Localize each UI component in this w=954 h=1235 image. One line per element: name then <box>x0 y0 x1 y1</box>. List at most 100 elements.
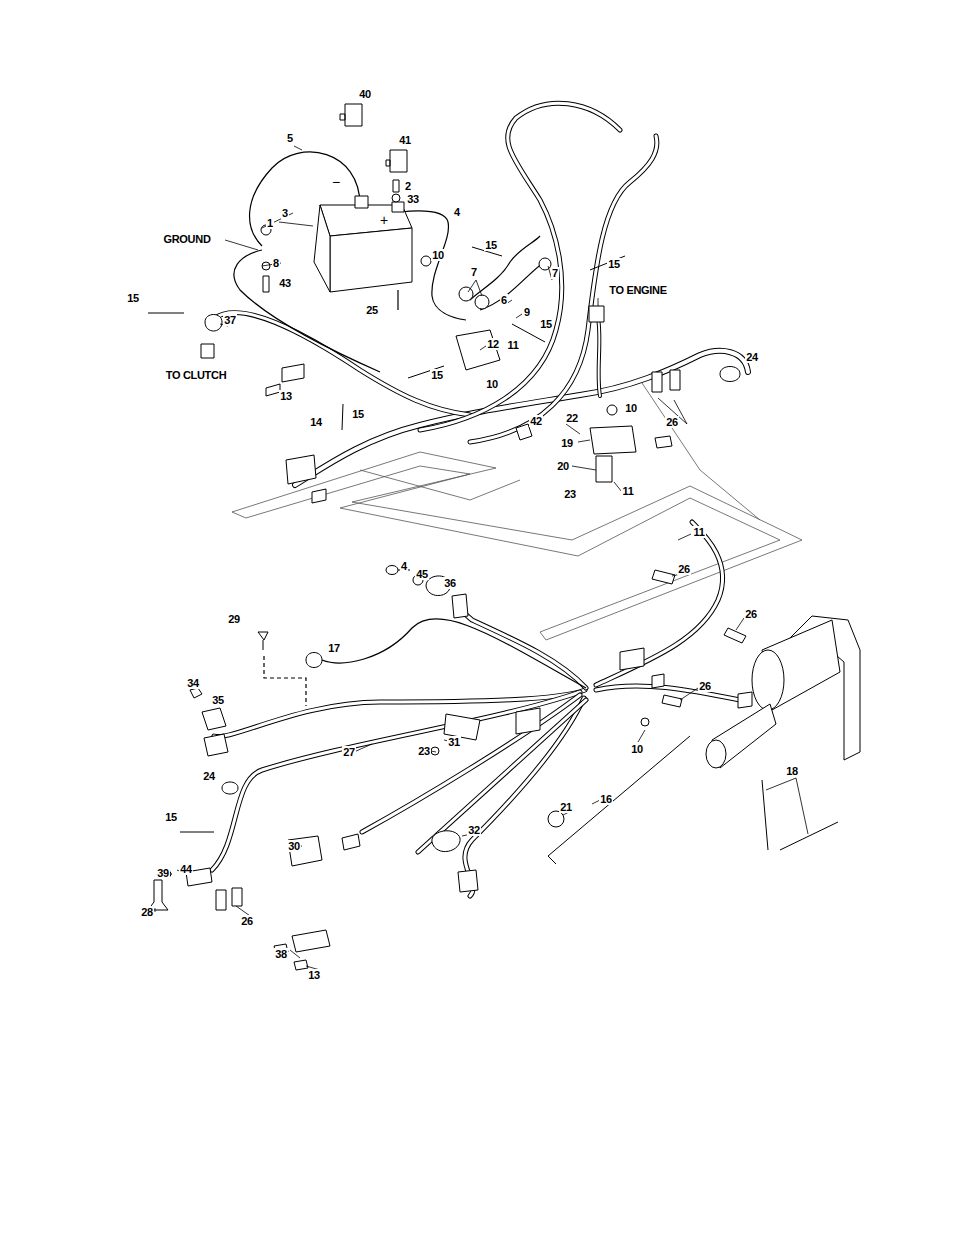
callout-number: 2 <box>404 180 412 192</box>
callout-number: 1 <box>266 217 274 229</box>
callout-number: 26 <box>240 915 254 927</box>
battery <box>314 205 330 292</box>
electric-motor <box>706 616 860 768</box>
callout-number: 38 <box>274 948 288 960</box>
clip <box>216 888 242 910</box>
grommet <box>720 367 740 382</box>
callout-number: 27 <box>342 746 356 758</box>
callout-number: 15 <box>539 318 553 330</box>
connector <box>282 364 304 382</box>
callout-number: 10 <box>431 249 445 261</box>
cable-tie <box>148 247 625 832</box>
wire-harness <box>596 522 723 685</box>
screw <box>258 632 268 650</box>
connector <box>292 930 330 952</box>
callout-number: 13 <box>279 390 293 402</box>
callout-number: 25 <box>365 304 379 316</box>
clip <box>294 960 308 970</box>
terminal-boot <box>539 258 551 270</box>
callout-number: 30 <box>287 840 301 852</box>
connector <box>652 674 664 688</box>
motor-shaft <box>706 740 726 768</box>
wire-harness <box>598 318 600 396</box>
wire-harness <box>420 103 620 430</box>
callout-number: 17 <box>327 642 341 654</box>
wire-harness <box>420 103 620 430</box>
callout-number: 15 <box>164 811 178 823</box>
screw <box>263 276 269 292</box>
screw <box>393 180 399 192</box>
callout-number: 45 <box>415 568 429 580</box>
terminal-cover <box>386 150 407 172</box>
wire-harness <box>362 695 580 832</box>
callout-number: 41 <box>398 134 412 146</box>
wire-harness <box>362 695 580 832</box>
hex-nut <box>421 256 431 266</box>
wire-harness <box>214 690 585 737</box>
callout-number: 26 <box>665 416 679 428</box>
connector <box>516 708 540 734</box>
connector <box>452 594 468 618</box>
callout-number: 12 <box>486 338 500 350</box>
hour-meter <box>288 836 322 866</box>
terminal-cover <box>340 104 362 126</box>
washer <box>392 194 400 202</box>
callout-number: 42 <box>529 415 543 427</box>
callout-number: 23 <box>417 745 431 757</box>
callout-number: 7 <box>551 267 559 279</box>
callout-number: 35 <box>211 694 225 706</box>
callout-number: 39 <box>156 867 170 879</box>
callout-number: 4 <box>453 206 461 218</box>
callout-number: 40 <box>358 88 372 100</box>
callout-number: 11 <box>692 526 705 538</box>
callout-number: 33 <box>406 193 420 205</box>
wire-harness <box>598 318 600 396</box>
callout-number: 15 <box>607 258 621 270</box>
clip <box>652 370 680 392</box>
plug <box>548 811 564 827</box>
dashed-lead <box>264 656 306 706</box>
callout-number: 15 <box>126 292 140 304</box>
callout-number: 37 <box>223 314 237 326</box>
callout-number: 8 <box>272 257 280 269</box>
polarity-sign: + <box>379 213 389 228</box>
grommet <box>222 782 238 794</box>
connector <box>286 455 316 484</box>
battery-cable <box>397 290 398 310</box>
note-label: GROUND <box>162 233 211 245</box>
callout-number: 43 <box>278 277 292 289</box>
callout-number: 29 <box>227 613 241 625</box>
clip <box>724 628 746 643</box>
motor-body <box>752 650 784 710</box>
hex-nut <box>641 718 649 726</box>
callout-number: 44 <box>179 863 193 875</box>
callout-number: 21 <box>559 801 573 813</box>
leader-line <box>155 146 808 970</box>
callout-number: 26 <box>744 608 758 620</box>
callout-number: 15 <box>351 408 365 420</box>
callout-number: 7 <box>470 266 478 278</box>
wire-harness <box>215 313 470 415</box>
callout-number: 26 <box>698 680 712 692</box>
seat-switch <box>432 831 460 852</box>
wire-harness <box>465 698 584 896</box>
wire-harness <box>418 700 586 852</box>
callout-number: 15 <box>484 239 498 251</box>
connector <box>342 834 360 850</box>
callout-number: 5 <box>286 132 294 144</box>
starter-solenoid <box>456 330 500 370</box>
callout-number: 32 <box>467 824 481 836</box>
callout-number: 34 <box>186 677 200 689</box>
solenoid-wire <box>470 236 545 310</box>
callout-number: 10 <box>485 378 499 390</box>
connector <box>620 648 644 670</box>
connector <box>738 692 752 708</box>
polarity-sign: − <box>331 175 341 190</box>
callout-number: 24 <box>745 351 759 363</box>
callout-number: 24 <box>202 770 216 782</box>
callout-number: 26 <box>677 563 691 575</box>
clip <box>652 570 675 584</box>
wire-harness <box>596 522 723 685</box>
switch <box>202 708 226 730</box>
